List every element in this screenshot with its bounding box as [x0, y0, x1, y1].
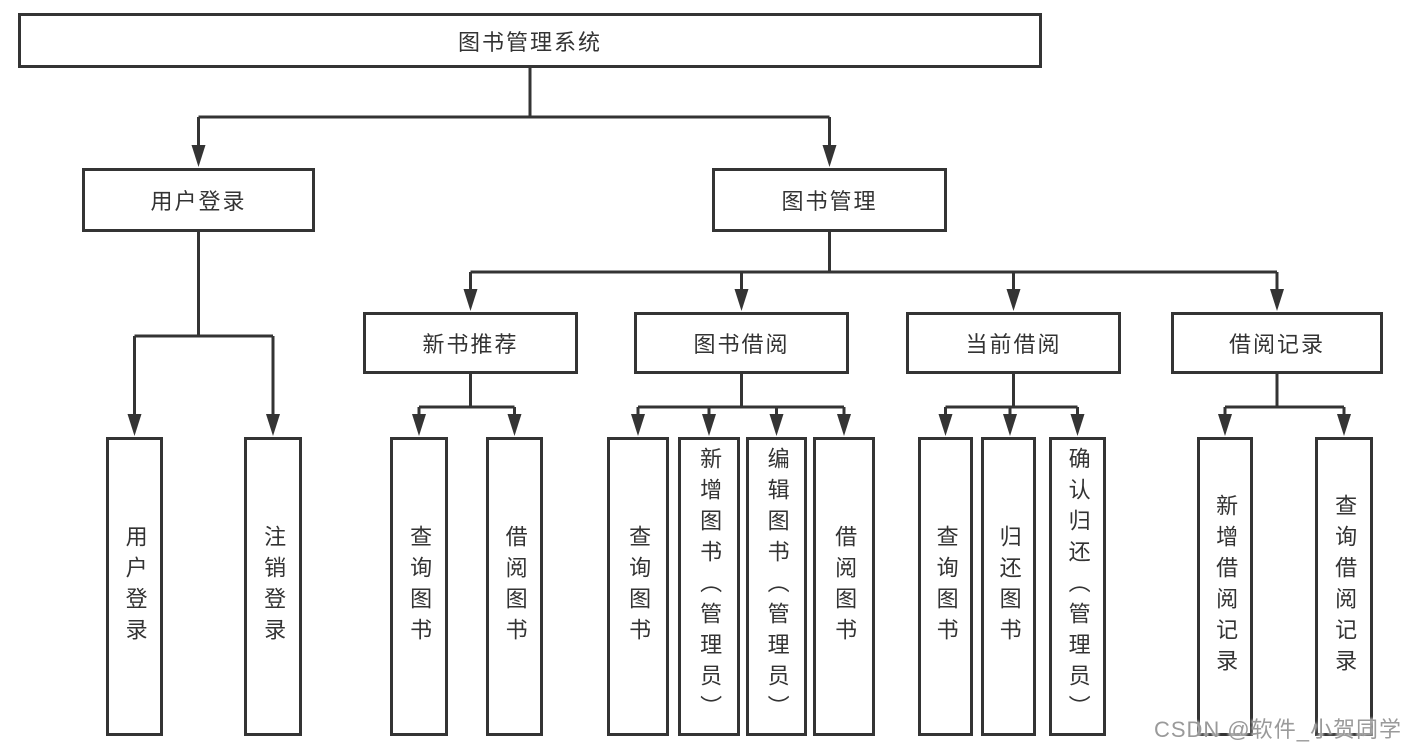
leaf-current-return-books: 归还图书	[981, 437, 1036, 736]
node-book-borrow-label: 图书借阅	[693, 332, 790, 357]
leaf-records-add-record-label: 新增借阅记录	[1213, 493, 1239, 680]
leaf-user-login-label: 用户登录	[122, 524, 148, 649]
leaf-borrow-borrow-books: 借阅图书	[813, 437, 875, 736]
connector-records-to-leaves	[1223, 374, 1346, 422]
connector-recommend-to-leaves	[417, 374, 516, 422]
leaf-borrow-add-book-admin: 新增图书（管理员）	[678, 437, 740, 736]
node-current-borrow-label: 当前借阅	[965, 332, 1062, 357]
node-new-book-recommend: 新书推荐	[363, 312, 578, 374]
arrowheads	[127, 145, 1351, 436]
leaf-current-confirm-return-admin-label: 确认归还（管理员）	[1065, 447, 1091, 726]
leaf-borrow-query-books-label: 查询图书	[626, 524, 652, 649]
node-root-label: 图书管理系统	[457, 29, 602, 55]
leaf-records-query-record: 查询借阅记录	[1315, 437, 1373, 736]
leaf-records-add-record: 新增借阅记录	[1197, 437, 1253, 736]
leaf-current-return-books-label: 归还图书	[996, 524, 1022, 649]
connector-book-management-to-level3	[469, 232, 1279, 296]
watermark: CSDN @软件_小贺同学	[1153, 717, 1402, 742]
node-borrow-records: 借阅记录	[1171, 312, 1383, 374]
node-user-login-label: 用户登录	[150, 189, 247, 214]
connector-user-login-to-leaves	[133, 232, 275, 420]
node-root: 图书管理系统	[18, 13, 1042, 68]
leaf-borrow-add-book-admin-label: 新增图书（管理员）	[697, 447, 723, 726]
leaf-records-query-record-label: 查询借阅记录	[1332, 493, 1358, 680]
leaf-current-confirm-return-admin: 确认归还（管理员）	[1049, 437, 1106, 736]
leaf-recommend-query-books-label: 查询图书	[407, 524, 433, 649]
node-current-borrow: 当前借阅	[906, 312, 1121, 374]
leaf-borrow-borrow-books-label: 借阅图书	[832, 524, 858, 649]
node-book-management: 图书管理	[712, 168, 947, 232]
connector-borrow-to-leaves	[636, 374, 846, 422]
leaf-logout-label: 注销登录	[261, 524, 287, 649]
leaf-current-query-books: 查询图书	[918, 437, 973, 736]
connector-root-to-level2	[197, 68, 831, 150]
leaf-current-query-books-label: 查询图书	[933, 524, 959, 649]
leaf-borrow-edit-book-admin: 编辑图书（管理员）	[746, 437, 807, 736]
node-book-borrow: 图书借阅	[634, 312, 849, 374]
leaf-user-login: 用户登录	[106, 437, 163, 736]
node-user-login: 用户登录	[82, 168, 315, 232]
leaf-recommend-borrow-books-label: 借阅图书	[502, 524, 528, 649]
leaf-recommend-borrow-books: 借阅图书	[486, 437, 543, 736]
node-book-management-label: 图书管理	[781, 189, 878, 214]
leaf-logout: 注销登录	[244, 437, 302, 736]
node-new-book-recommend-label: 新书推荐	[422, 332, 519, 357]
leaf-borrow-query-books: 查询图书	[607, 437, 669, 736]
leaf-borrow-edit-book-admin-label: 编辑图书（管理员）	[764, 447, 790, 726]
leaf-recommend-query-books: 查询图书	[390, 437, 448, 736]
node-borrow-records-label: 借阅记录	[1228, 332, 1325, 357]
